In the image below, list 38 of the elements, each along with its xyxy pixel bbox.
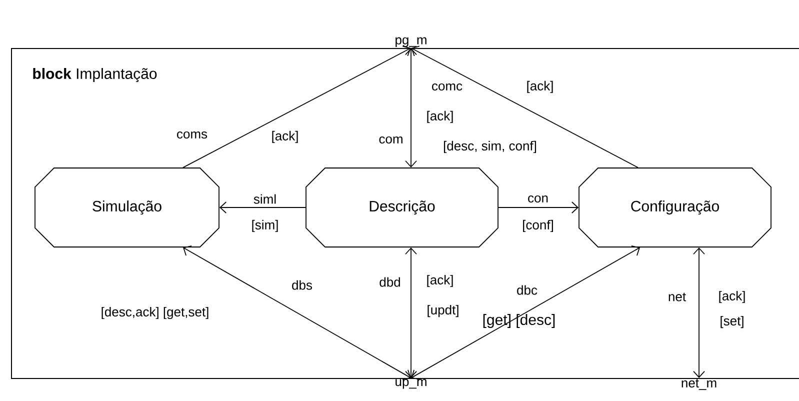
message-label: [conf] bbox=[523, 220, 553, 232]
edge-label: siml bbox=[254, 194, 276, 204]
port-label: pg_m bbox=[396, 37, 426, 47]
port-label: net_m bbox=[682, 379, 716, 390]
edge-label: dbs bbox=[292, 280, 312, 290]
message-label: [ack] bbox=[719, 290, 745, 304]
message-label: [desc, sim, conf] bbox=[444, 140, 536, 154]
edge-label: coms bbox=[177, 131, 208, 139]
arrow bbox=[219, 202, 306, 214]
message-label: [sim] bbox=[252, 220, 278, 232]
arrow bbox=[183, 246, 411, 380]
message-label: [set] bbox=[720, 316, 744, 328]
block-frame bbox=[11, 48, 799, 379]
message-label: [ack] bbox=[527, 80, 553, 94]
edge-label: comc bbox=[432, 83, 462, 91]
edge-label: con bbox=[528, 195, 548, 203]
block-title: block Implantação bbox=[33, 68, 157, 82]
message-label: [ack] bbox=[427, 110, 453, 124]
port-label: up_m bbox=[396, 379, 426, 389]
edge-label: com bbox=[379, 136, 402, 144]
message-label: [updt] bbox=[428, 304, 458, 318]
edge-label: dbd bbox=[380, 277, 400, 287]
arrow bbox=[693, 247, 705, 378]
arrow bbox=[405, 48, 417, 168]
message-label: [ack] bbox=[272, 130, 298, 144]
arrow bbox=[411, 46, 638, 168]
message-label: [desc,ack] [get,set] bbox=[102, 306, 208, 320]
message-label: [get] [desc] bbox=[483, 314, 555, 328]
state-box: Configuração bbox=[578, 168, 772, 248]
arrow bbox=[411, 246, 640, 380]
arrow bbox=[182, 46, 411, 168]
arrow bbox=[498, 202, 579, 214]
state-box: Simulação bbox=[34, 168, 220, 248]
arrow bbox=[405, 247, 417, 378]
message-label: [ack] bbox=[427, 274, 453, 288]
edge-label: net bbox=[668, 292, 686, 302]
edge-label: dbc bbox=[517, 285, 538, 295]
state-box: Descrição bbox=[306, 168, 498, 248]
